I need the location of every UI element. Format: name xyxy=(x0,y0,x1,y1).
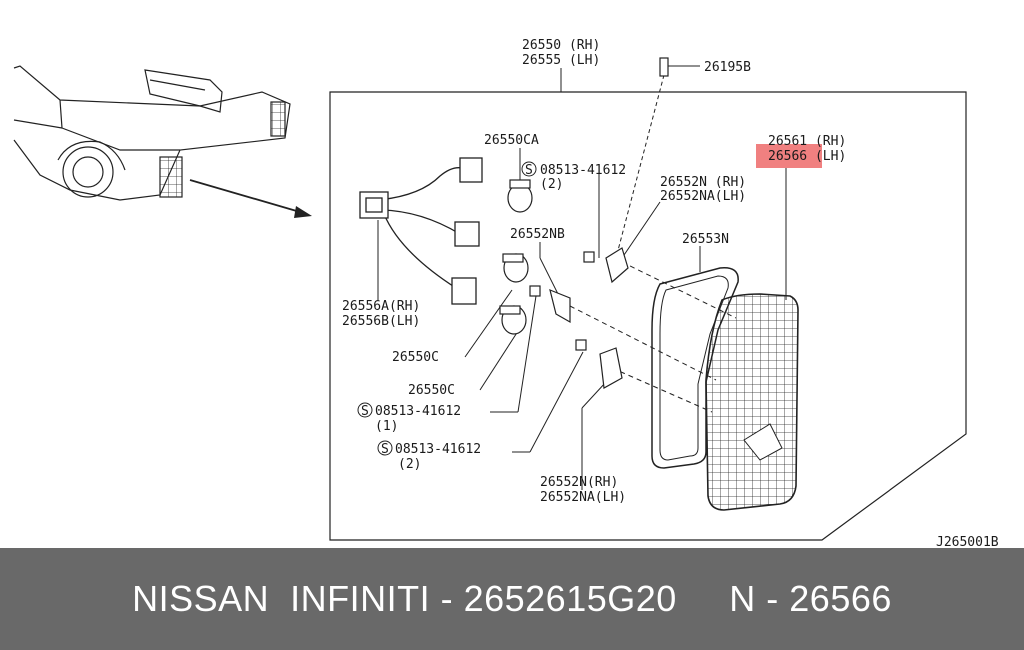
wiring-harness xyxy=(359,157,483,305)
gasket-outline xyxy=(651,267,739,469)
label-socket-c1: 26550C xyxy=(392,350,439,365)
label-bracket-lh: 26552NA(LH) xyxy=(660,189,746,204)
label-nb: 26552NB xyxy=(510,227,565,242)
pointer-arrow xyxy=(189,179,312,218)
reference-code: J265001B xyxy=(936,535,999,548)
part-number-banner: NISSAN INFINITI - 2652615G20 N - 26566 xyxy=(0,548,1024,650)
s-symbol: S xyxy=(525,163,533,178)
label-lens-rh: 26561 (RH) xyxy=(768,134,846,149)
label-lens-lh: 26566 (LH) xyxy=(768,149,846,164)
label-clip-top: 26195B xyxy=(704,60,751,75)
lens-assembly xyxy=(705,293,799,511)
hardware xyxy=(529,57,669,389)
label-housing-rh: 26550 (RH) xyxy=(522,38,600,53)
label-screw-bot-qty: (2) xyxy=(398,457,421,472)
leader-lines xyxy=(377,65,787,490)
dashed-guides xyxy=(569,261,737,413)
label-screw-top-qty: (2) xyxy=(540,177,563,192)
label-socket-c2: 26550C xyxy=(408,383,455,398)
label-bracket-bot-rh: 26552N(RH) xyxy=(540,475,618,490)
s-symbol: S xyxy=(381,442,389,457)
label-housing-lh: 26555 (LH) xyxy=(522,53,600,68)
s-symbols xyxy=(357,161,537,456)
label-screw-mid-qty: (1) xyxy=(375,419,398,434)
label-socket-ca: 26550CA xyxy=(484,133,539,148)
label-harness-rh: 26556A(RH) xyxy=(342,299,420,314)
label-screw-bot: 08513-41612 xyxy=(395,442,481,457)
bulbs xyxy=(499,179,533,335)
label-gasket: 26553N xyxy=(682,232,729,247)
truck-illustration xyxy=(13,65,291,201)
label-harness-lh: 26556B(LH) xyxy=(342,314,420,329)
label-bracket-bot-lh: 26552NA(LH) xyxy=(540,490,626,505)
label-bracket-rh: 26552N (RH) xyxy=(660,175,746,190)
parts-diagram: S S S 26550 (RH) 26555 (LH) 26195B 26550… xyxy=(13,38,999,548)
label-screw-mid: 08513-41612 xyxy=(375,404,461,419)
label-screw-top: 08513-41612 xyxy=(540,163,626,178)
assembly-frame xyxy=(329,91,967,541)
highlight-box xyxy=(756,144,822,168)
s-symbol: S xyxy=(361,404,369,419)
